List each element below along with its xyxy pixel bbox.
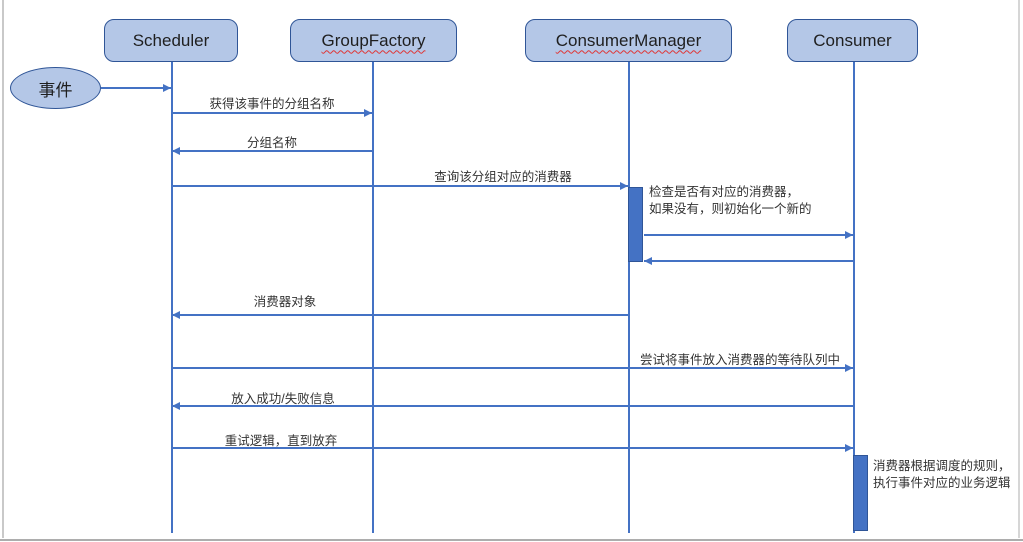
lifeline-box-consumer[interactable]: Consumer — [787, 19, 918, 62]
event-ellipse[interactable]: 事件 — [10, 67, 101, 109]
arrow-consumer-to-consumermanager[interactable] — [644, 256, 853, 265]
lifeline-consumer[interactable] — [853, 62, 855, 533]
message-label[interactable]: 查询该分组对应的消费器 — [434, 170, 572, 184]
arrowhead-right-icon — [845, 443, 853, 452]
lifeline-label-consumermanager: ConsumerManager — [555, 30, 702, 50]
lifeline-groupfactory[interactable] — [372, 62, 374, 533]
lifeline-box-groupfactory[interactable]: GroupFactory — [290, 19, 457, 62]
arrow-scheduler-to-consumer-retry[interactable] — [172, 443, 853, 452]
arrow-scheduler-to-groupfactory[interactable] — [172, 108, 372, 117]
message-label[interactable]: 获得该事件的分组名称 — [209, 97, 335, 111]
lifeline-box-consumermanager[interactable]: ConsumerManager — [525, 19, 732, 62]
lifeline-label-groupfactory: GroupFactory — [321, 30, 426, 50]
lifeline-scheduler[interactable] — [171, 62, 173, 533]
lifeline-box-scheduler[interactable]: Scheduler — [104, 19, 238, 62]
canvas-right-border — [1018, 0, 1020, 538]
event-label: 事件 — [38, 80, 73, 100]
message-label[interactable]: 尝试将事件放入消费器的等待队列中 — [639, 353, 841, 367]
arrowhead-left-icon — [644, 256, 652, 265]
arrowhead-left-icon — [172, 146, 180, 155]
arrow-consumermanager-to-scheduler[interactable] — [172, 310, 628, 319]
arrow-consumer-to-scheduler-result[interactable] — [172, 401, 853, 410]
arrow-consumermanager-to-consumer[interactable] — [644, 230, 853, 239]
arrowhead-left-icon — [172, 310, 180, 319]
message-label[interactable]: 重试逻辑，直到放弃 — [224, 434, 338, 448]
arrow-event-to-scheduler[interactable] — [101, 83, 171, 92]
activation-bar-consumer[interactable] — [853, 455, 868, 531]
arrowhead-left-icon — [172, 401, 180, 410]
arrowhead-right-icon — [845, 363, 853, 372]
arrow-scheduler-to-consumer-enqueue[interactable] — [172, 363, 853, 372]
lifeline-consumermanager[interactable] — [628, 62, 630, 533]
lifeline-label-scheduler: Scheduler — [132, 30, 210, 50]
lifeline-label-consumer: Consumer — [813, 30, 892, 50]
arrow-groupfactory-to-scheduler[interactable] — [172, 146, 372, 155]
activation-bar-consumermanager[interactable] — [628, 187, 643, 262]
arrowhead-right-icon — [620, 181, 628, 190]
message-label[interactable]: 消费器对象 — [253, 295, 317, 309]
canvas-left-border — [2, 0, 4, 538]
activation-note-consumermanager[interactable]: 检查是否有对应的消费器， 如果没有，则初始化一个新的 — [649, 185, 812, 216]
activation-note-consumer[interactable]: 消费器根据调度的规则， 执行事件对应的业务逻辑 — [873, 459, 1011, 490]
arrowhead-right-icon — [845, 230, 853, 239]
arrowhead-right-icon — [364, 108, 372, 117]
arrowhead-right-icon — [163, 83, 171, 92]
message-label[interactable]: 分组名称 — [246, 136, 298, 150]
arrow-scheduler-to-consumermanager[interactable] — [172, 181, 628, 190]
canvas-bottom-border — [0, 539, 1023, 541]
message-label[interactable]: 放入成功/失败信息 — [231, 392, 335, 406]
